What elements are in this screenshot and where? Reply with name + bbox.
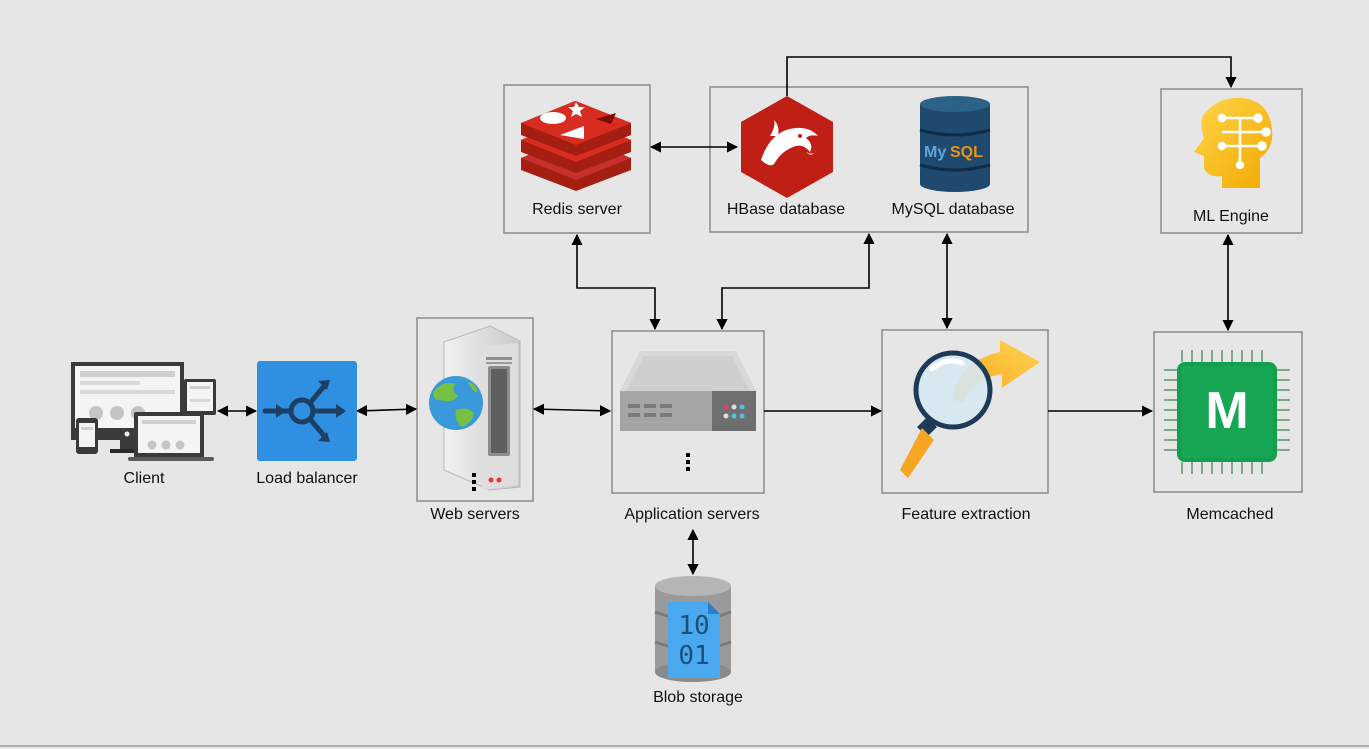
- load-balancer-label: Load balancer: [256, 470, 358, 487]
- ml-engine-box[interactable]: [1160, 88, 1303, 234]
- blob-storage-icon: 10 01: [654, 576, 732, 682]
- web-server-icon: [429, 325, 521, 491]
- edge-hbase-mlengine: [786, 56, 1237, 96]
- application-servers-ellipsis-icon: [686, 453, 690, 471]
- load-balancer-icon: [257, 361, 357, 461]
- mysql-logo-my: My: [924, 144, 946, 161]
- redis-icon: [521, 101, 631, 191]
- client-devices-icon: [71, 362, 216, 461]
- edge-hbase-appservers: [716, 232, 875, 331]
- redis-server-box[interactable]: [503, 84, 651, 234]
- mysql-database-label: MySQL database: [891, 201, 1015, 218]
- hbase-orca-icon: [741, 96, 833, 198]
- feature-extraction-magnifier-icon: [900, 340, 1040, 478]
- memcached-box[interactable]: [1153, 331, 1303, 493]
- client-label: Client: [123, 470, 165, 487]
- memcached-chip-icon: M: [1164, 350, 1290, 474]
- application-server-icon: [620, 351, 756, 431]
- mysql-logo-sql: SQL: [950, 144, 983, 161]
- blob-logo-bottom: 01: [678, 641, 709, 671]
- edge-redis-appservers: [571, 233, 661, 331]
- edge-loadbalancer-webservers: [355, 403, 418, 417]
- blob-logo-top: 10: [678, 611, 709, 641]
- memcached-logo-letter: M: [1205, 382, 1248, 440]
- web-servers-ellipsis-icon: [472, 473, 476, 491]
- edge-webservers-appservers: [532, 403, 612, 417]
- blob-storage-label: Blob storage: [653, 689, 743, 706]
- mysql-database-icon: My SQL: [919, 96, 991, 192]
- application-servers-label: Application servers: [624, 506, 760, 523]
- bottom-divider: [0, 745, 1369, 747]
- feature-extraction-label: Feature extraction: [901, 506, 1031, 523]
- memcached-label: Memcached: [1186, 506, 1274, 523]
- hbase-database-label: HBase database: [726, 201, 846, 218]
- ml-brain-head-icon: [1194, 97, 1273, 188]
- ml-engine-label: ML Engine: [1193, 208, 1269, 225]
- web-servers-label: Web servers: [430, 506, 520, 523]
- redis-server-label: Redis server: [532, 201, 622, 218]
- database-group-box[interactable]: [709, 86, 1029, 233]
- application-servers-box[interactable]: [611, 330, 765, 494]
